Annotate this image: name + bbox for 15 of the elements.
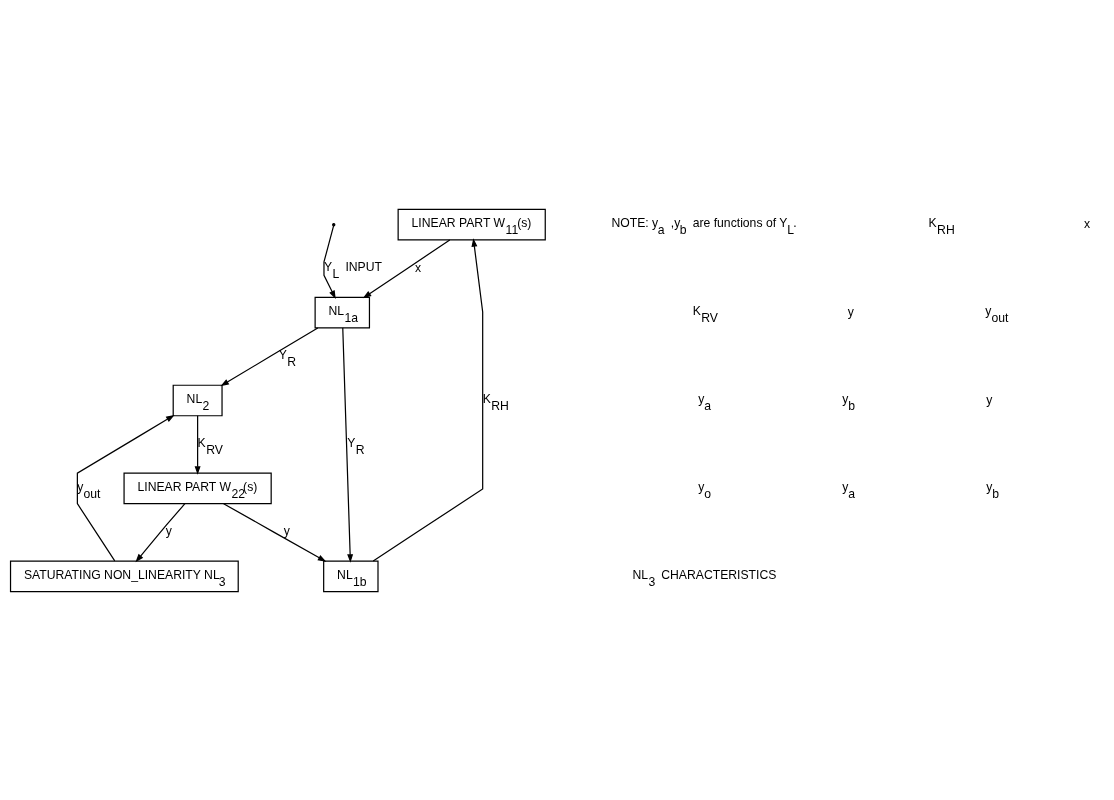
arrow	[76, 414, 175, 562]
arrow	[342, 326, 354, 563]
edge-label: y	[283, 523, 290, 538]
arrow	[372, 237, 484, 562]
arrow	[362, 238, 451, 298]
arrow	[323, 224, 336, 299]
edge-label: x	[414, 260, 422, 275]
arrow	[135, 502, 186, 562]
label: y	[847, 304, 854, 319]
arrow	[220, 326, 319, 386]
label: x	[1083, 216, 1091, 231]
label: y	[986, 392, 993, 407]
arrow	[223, 502, 327, 562]
arrow	[194, 414, 201, 475]
edge-label: y	[165, 523, 172, 538]
